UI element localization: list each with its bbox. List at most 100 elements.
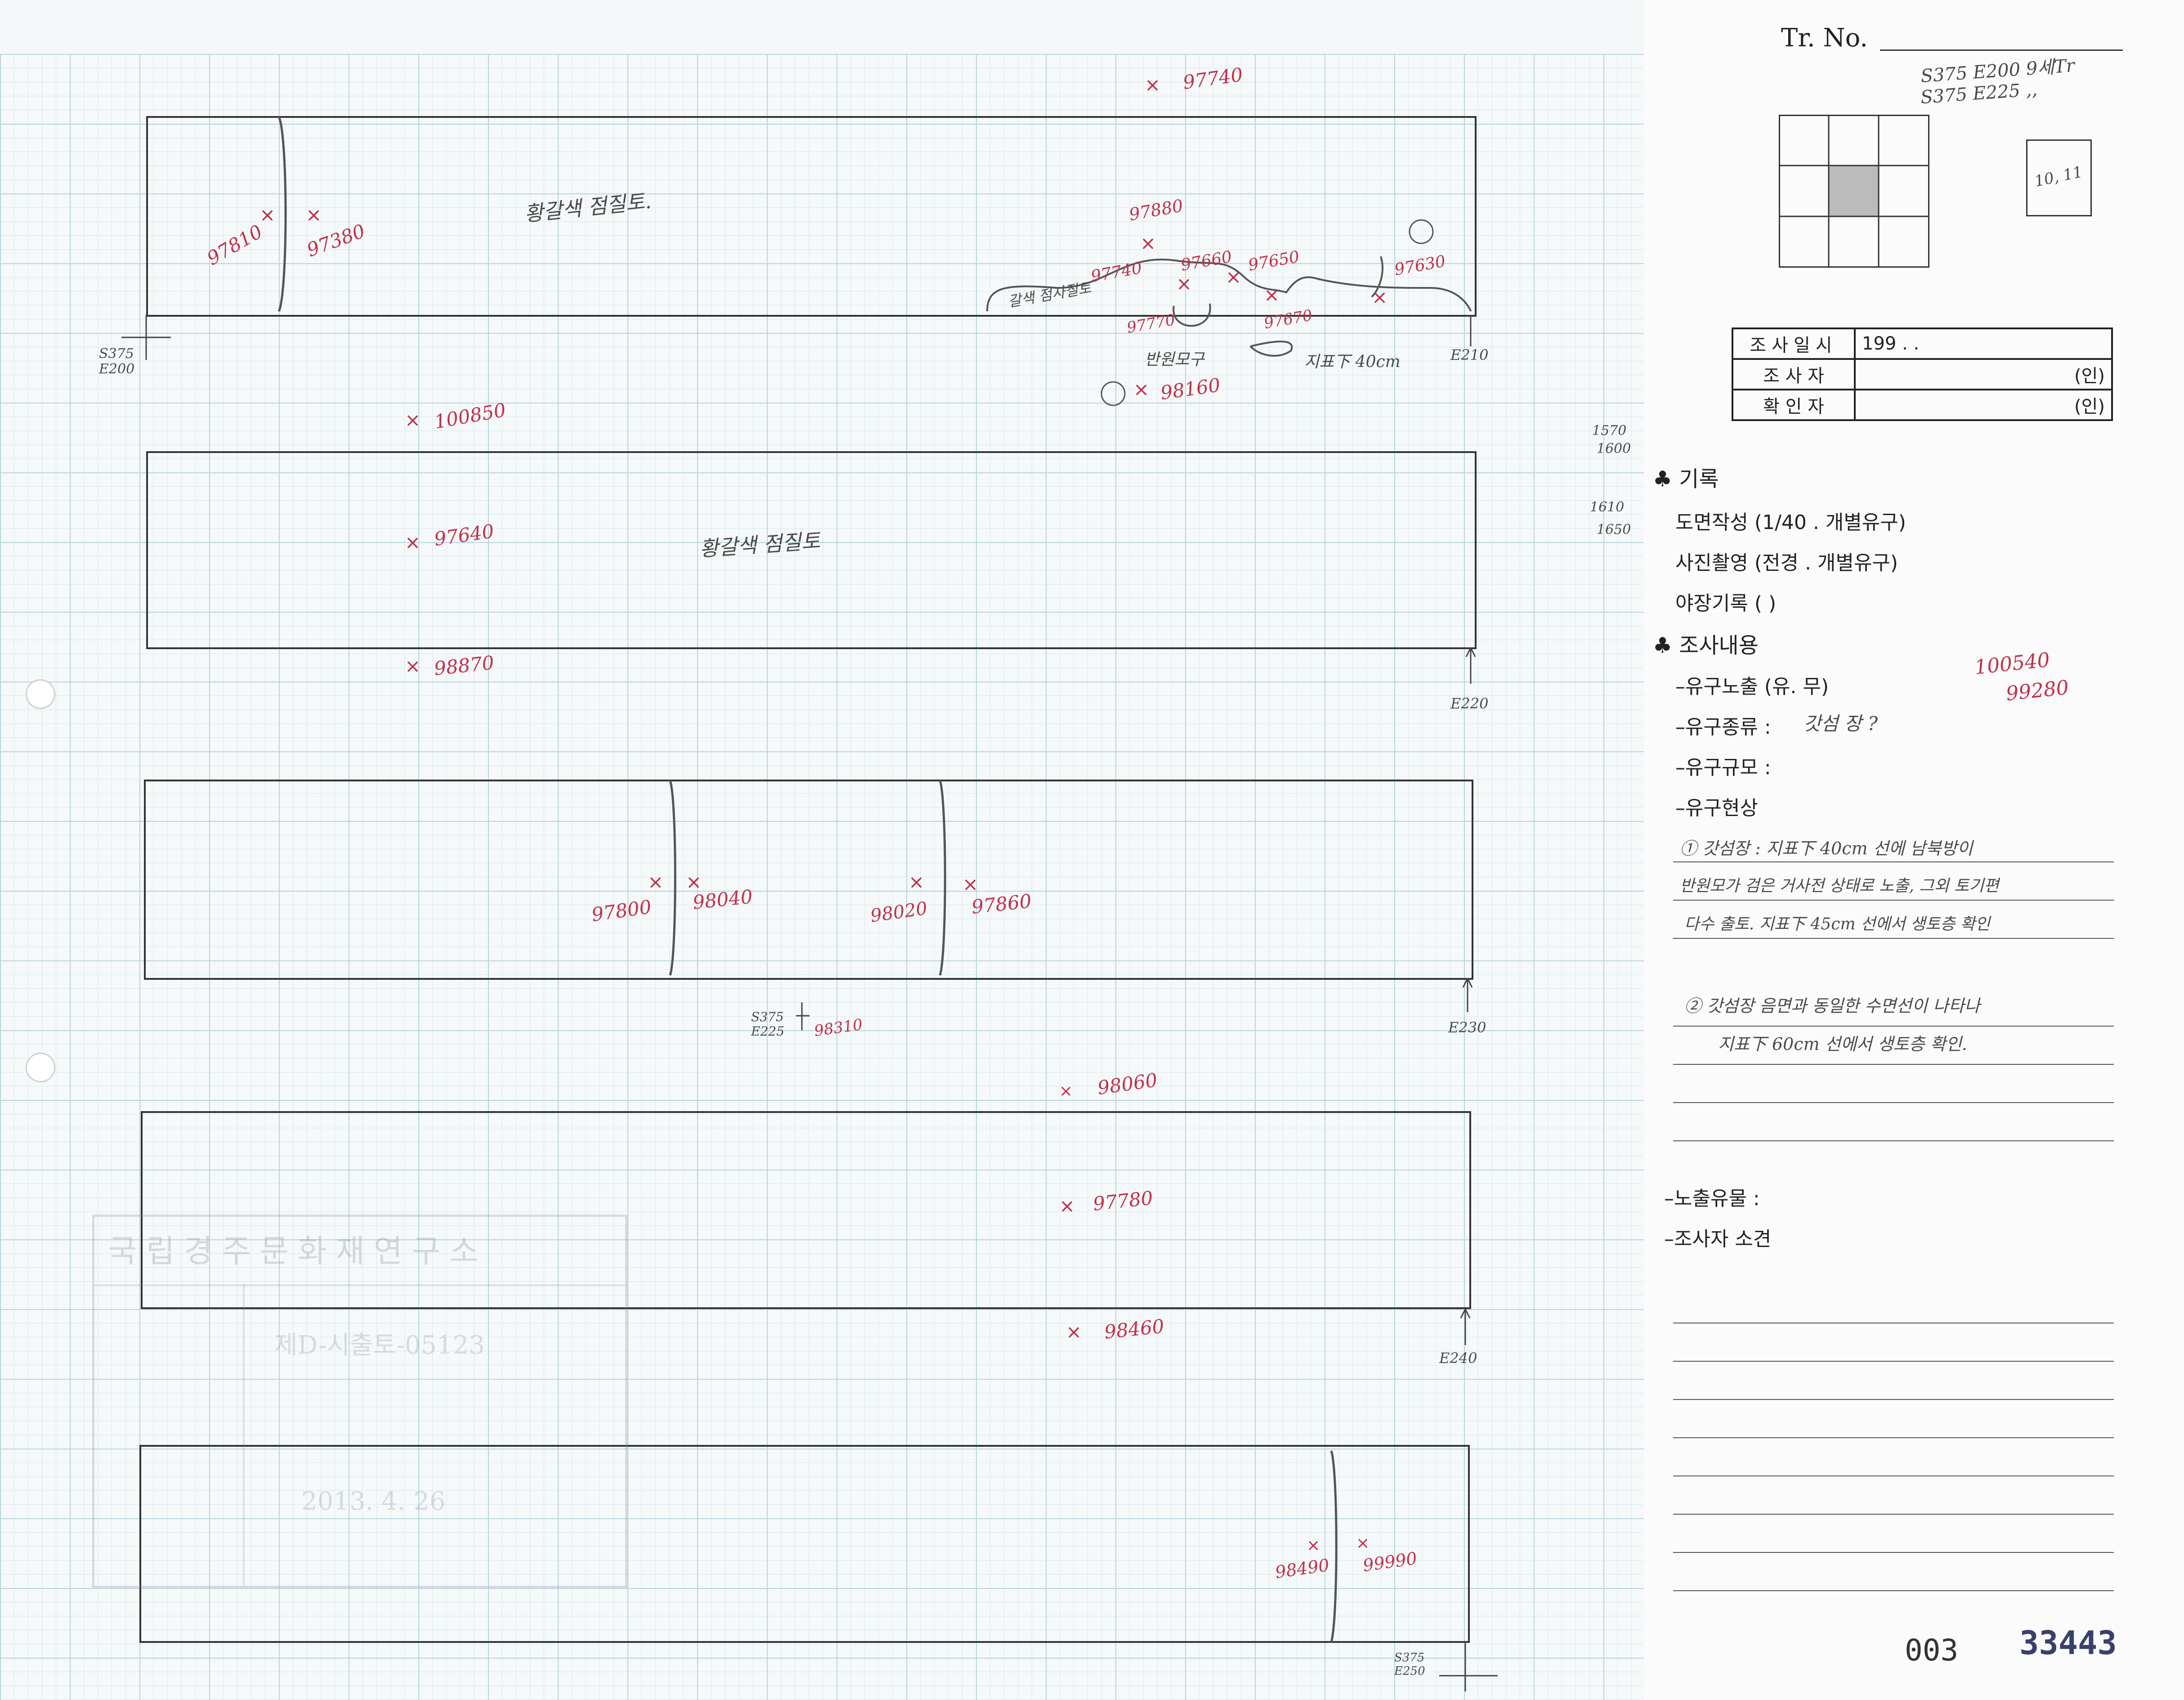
strip-2 xyxy=(146,451,1477,649)
corner-label: E210 xyxy=(1450,346,1489,363)
faded-stamp: 국립경주문화재연구소 제D-시출토-05123 2013. 4. 26 xyxy=(92,1215,627,1588)
x-mark: × xyxy=(1059,1082,1073,1100)
ruled-line xyxy=(1673,900,2114,901)
x-mark: × xyxy=(648,871,664,893)
x-mark: × xyxy=(1066,1321,1082,1343)
stamp-title: 국립경주문화재연구소 xyxy=(108,1233,488,1269)
trench-number-underline xyxy=(1880,49,2123,51)
corner-label: S375 E200 xyxy=(99,346,135,377)
x-mark: × xyxy=(1059,1195,1075,1217)
table-row: 조 사 자 (인) xyxy=(1732,358,2113,390)
survey-info-table: 조사일시 199 . . 조 사 자 (인) 확 인 자 (인) xyxy=(1732,327,2113,421)
x-mark: × xyxy=(1145,74,1161,96)
row-label: 조사일시 xyxy=(1732,327,1856,360)
ruled-line xyxy=(1673,1514,2114,1515)
survey-section-title: 조사내용 xyxy=(1679,633,1759,658)
x-mark: × xyxy=(1307,1536,1320,1555)
ruled-line xyxy=(1673,938,2114,939)
ruled-line xyxy=(1673,861,2114,862)
strip-5 xyxy=(139,1445,1470,1643)
x-mark: × xyxy=(306,204,322,226)
club-icon: ♣ xyxy=(1653,633,1673,658)
page-code: 003 xyxy=(1905,1633,1959,1668)
observation-line: ② 갓섬장 음면과 동일한 수면선이 나타나 xyxy=(1684,996,1980,1016)
club-icon: ♣ xyxy=(1653,466,1673,492)
strip-dividers xyxy=(121,116,1498,1691)
small-box-text: 10, 11 xyxy=(2033,163,2085,191)
observation-line: 반원모가 검은 거사전 상태로 노출, 그외 토기편 xyxy=(1680,877,1999,895)
corner-label: S375 E225 xyxy=(751,1009,784,1039)
ruled-line xyxy=(1673,1026,2114,1027)
x-mark: × xyxy=(1176,273,1192,295)
x-mark: × xyxy=(1226,266,1242,288)
x-mark: × xyxy=(1356,1534,1370,1552)
corner-label: E240 xyxy=(1439,1350,1477,1367)
record-section-header: ♣ 기록 xyxy=(1653,461,1719,493)
ruled-line xyxy=(1673,1102,2114,1103)
graph-paper xyxy=(0,54,1644,1700)
ruled-line xyxy=(1673,1437,2114,1438)
ruled-line xyxy=(1673,1064,2114,1065)
feature-label: 지표下 40cm xyxy=(1304,353,1401,371)
record-form-panel xyxy=(1644,0,2184,1700)
small-box: 10, 11 xyxy=(2026,139,2092,216)
x-mark: × xyxy=(260,204,276,226)
row-value[interactable]: (인) xyxy=(1854,389,2113,421)
x-mark: × xyxy=(405,531,421,553)
record-section-title: 기록 xyxy=(1679,466,1719,492)
side-number: 1650 xyxy=(1597,522,1631,538)
record-item: 도면작성 (1/40 . 개별유구) xyxy=(1675,511,1906,534)
record-item: 사진촬영 (전경 . 개별유구) xyxy=(1675,552,1898,574)
survey-item: –유구현상 xyxy=(1675,797,1758,820)
stamp-line: 2013. 4. 26 xyxy=(301,1487,446,1516)
observation-line: ① 갓섬장 : 지표下 40cm 선에 남북방이 xyxy=(1680,839,1973,858)
stamp-rule xyxy=(94,1284,625,1286)
row-value[interactable]: 199 . . xyxy=(1854,327,2113,360)
stamp-number: 33443 xyxy=(2019,1624,2117,1662)
stamp-line: 제D-시출토-05123 xyxy=(274,1331,485,1360)
strip-3 xyxy=(144,780,1473,980)
strip-1 xyxy=(146,116,1477,317)
survey-item: –유구규모 : xyxy=(1675,756,1771,779)
side-number: 1610 xyxy=(1590,499,1625,515)
corner-label: E230 xyxy=(1448,1019,1486,1036)
strip-4 xyxy=(141,1111,1471,1309)
exposed-artifacts-label: –노출유물 : xyxy=(1664,1187,1760,1210)
stamp-rule xyxy=(243,1284,245,1586)
x-mark: × xyxy=(909,871,925,893)
observation-line: 지표下 60cm 선에서 생토층 확인. xyxy=(1718,1034,1967,1054)
survey-item: –유구노출 (유. 무) xyxy=(1675,675,1829,698)
observation-line: 다수 출토. 지표下 45cm 선에서 생토층 확인 xyxy=(1684,915,1990,933)
investigator-opinion-label: –조사자 소견 xyxy=(1664,1228,1772,1251)
row-value[interactable]: (인) xyxy=(1854,358,2113,390)
ruled-line xyxy=(1673,1361,2114,1362)
side-number: 1570 xyxy=(1592,423,1627,439)
table-row: 조사일시 199 . . xyxy=(1732,327,2113,360)
x-mark: × xyxy=(405,409,421,431)
row-label: 조 사 자 xyxy=(1732,358,1856,390)
x-mark: × xyxy=(1372,286,1388,308)
x-mark: × xyxy=(1264,284,1280,306)
binder-hole-bottom xyxy=(26,1053,55,1082)
survey-item: –유구종류 : xyxy=(1675,716,1771,739)
paper-edge xyxy=(0,0,1736,63)
side-number: 1600 xyxy=(1597,441,1631,457)
x-mark: × xyxy=(405,655,421,677)
feature-label: 반원모구 xyxy=(1145,350,1204,369)
ruled-line xyxy=(1673,1140,2114,1141)
ruled-line xyxy=(1673,1552,2114,1553)
x-mark: × xyxy=(1140,232,1156,254)
survey-item-note: 갓섬 장 ? xyxy=(1804,713,1878,735)
corner-label: E220 xyxy=(1450,695,1489,712)
trench-number-label: Tr. No. xyxy=(1781,23,1868,53)
trench-location-grid xyxy=(1779,115,1929,268)
survey-section-header: ♣ 조사내용 xyxy=(1653,628,1759,659)
table-row: 확 인 자 (인) xyxy=(1732,389,2113,421)
x-mark: × xyxy=(686,871,702,893)
row-label: 확 인 자 xyxy=(1732,389,1856,421)
corner-label: S375 E250 xyxy=(1394,1651,1425,1678)
ruled-line xyxy=(1673,1590,2114,1591)
ruled-line xyxy=(1673,1399,2114,1400)
record-item: 야장기록 ( ) xyxy=(1675,592,1777,615)
